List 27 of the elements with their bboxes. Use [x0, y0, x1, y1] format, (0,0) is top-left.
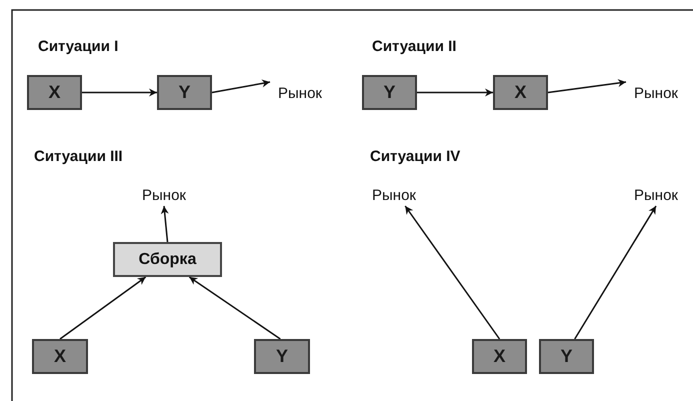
market-label: Рынок: [628, 184, 684, 206]
arrow: [404, 206, 500, 340]
arrow: [60, 276, 146, 340]
market-label: Рынок: [626, 82, 686, 104]
section-heading: Ситуации II: [372, 38, 456, 55]
arrow: [212, 80, 270, 94]
company-box: X: [32, 339, 88, 374]
arrow: [417, 88, 493, 96]
market-label: Рынок: [270, 82, 330, 104]
arrow: [188, 276, 281, 340]
company-box: Y: [254, 339, 310, 374]
company-box: Y: [157, 75, 212, 110]
arrow: [548, 79, 626, 94]
section-heading: Ситуации III: [34, 148, 123, 165]
section-heading: Ситуации IV: [370, 148, 460, 165]
assembly-box: Сборка: [113, 242, 222, 277]
company-box: X: [493, 75, 548, 110]
arrow: [574, 206, 657, 340]
market-label: Рынок: [366, 184, 422, 206]
arrow: [82, 88, 157, 96]
company-box: Y: [362, 75, 417, 110]
company-box: X: [27, 75, 82, 110]
company-box: Y: [539, 339, 594, 374]
arrow: [160, 206, 169, 242]
market-label: Рынок: [136, 184, 192, 206]
company-box: X: [472, 339, 527, 374]
section-heading: Ситуации I: [38, 38, 118, 55]
